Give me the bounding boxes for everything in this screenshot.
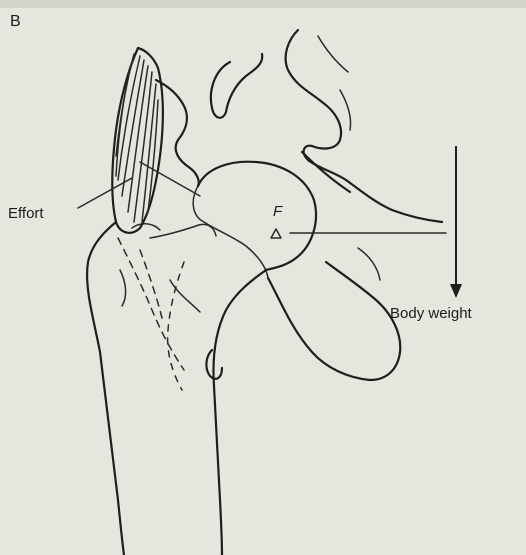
body-weight-label: Body weight [390, 305, 473, 322]
effort-label: Effort [8, 205, 44, 222]
panel-label: B [10, 13, 21, 30]
fulcrum-label: F [273, 203, 283, 220]
top-edge-shadow [0, 0, 526, 8]
